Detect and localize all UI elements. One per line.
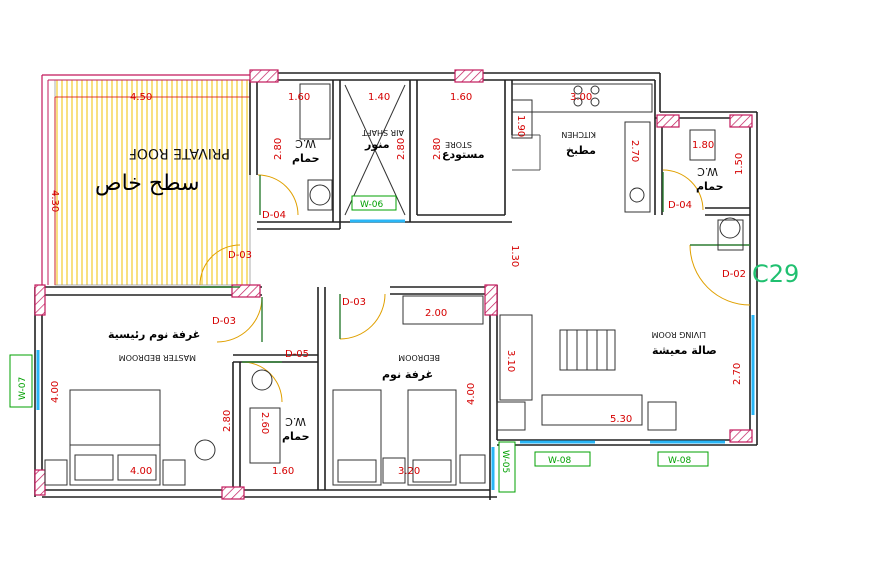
columns	[34, 69, 753, 500]
dim-kitchen-depth: 2.70	[629, 140, 640, 162]
door-label-d03-master: D-03	[212, 316, 236, 327]
window-tag-w06	[351, 195, 397, 211]
dim-master-width: 4.00	[130, 466, 152, 477]
dim-bedroom-bottom: 3.20	[398, 466, 420, 477]
wc-right-label-ar: حمام	[696, 180, 724, 193]
shaft-label-en: AIR SHAFT	[362, 128, 404, 137]
glazing	[36, 219, 755, 490]
plan-code: C29	[752, 260, 799, 288]
store-label-ar: مستودع	[442, 148, 485, 161]
dim-wc-right-depth: 1.50	[734, 153, 745, 175]
dim-living-depth-a: 3.10	[505, 350, 516, 372]
kitchen-label-ar: مطبخ	[566, 144, 596, 157]
living-label-en: LIVING ROOM	[651, 330, 706, 339]
door-label-d02: D-02	[722, 269, 746, 280]
wc-bottom-label-ar: حمام	[282, 430, 310, 443]
dim-living-depth-b: 2.70	[732, 363, 743, 385]
roof-label-ar: سطح خاص	[95, 171, 200, 196]
dim-master-depth: 4.00	[50, 381, 61, 403]
dim-wc-bottom-width: 1.60	[272, 466, 294, 477]
master-label-ar: غرفة نوم رئيسية	[108, 328, 200, 341]
dim-bedroom-depth: 4.00	[466, 383, 477, 405]
dim-shaft-width: 1.40	[368, 92, 390, 103]
window-tag-w08-right	[657, 451, 709, 467]
dim-wc-bottom-depth: 2.80	[222, 410, 233, 432]
wc-right-label-en: W.C	[697, 165, 718, 178]
wc-bottom-label-en: W.C	[285, 415, 306, 428]
roof-label-en: PRIVATE ROOF	[129, 145, 230, 161]
bedroom-label-ar: غرفة نوم	[382, 368, 433, 381]
store-label-en: STORE	[445, 140, 472, 149]
living-label-ar: صالة معيشة	[652, 344, 717, 357]
dim-kitchen-width: 3.00	[570, 92, 592, 103]
window-tag-w05	[498, 441, 516, 493]
dim-wc-right-width: 1.80	[692, 140, 714, 151]
furniture	[44, 83, 744, 486]
dim-corridor: 1.30	[509, 245, 520, 267]
door-label-d03-bedroom: D-03	[342, 297, 366, 308]
roof-width-dim: 4.50	[130, 92, 152, 103]
door-label-d04-top: D-04	[262, 210, 286, 221]
window-label-w08-left: W-08	[548, 456, 572, 466]
dim-bedroom-width: 2.00	[425, 308, 447, 319]
dim-store-width: 1.60	[450, 92, 472, 103]
private-roof	[41, 74, 251, 286]
master-label-en: MASTER BEDROOM	[119, 353, 196, 362]
dim-wc-bottom-inner: 2.60	[259, 412, 270, 434]
wc-top-label-ar: حمام	[292, 152, 320, 165]
dim-wc-top-depth: 2.80	[273, 138, 284, 160]
shaft-label-ar: منور	[364, 138, 390, 151]
roof-depth-dim: 4.30	[49, 190, 60, 212]
dim-wc-top-width: 1.60	[288, 92, 310, 103]
door-label-d04-right: D-04	[668, 200, 692, 211]
window-label-w05: W-05	[500, 450, 510, 473]
door-label-d05: D-05	[285, 349, 309, 360]
dim-kitchen-counter: 1.90	[515, 115, 526, 137]
window-tag-w07	[9, 354, 33, 408]
door-label-d03-roof: D-03	[228, 250, 252, 261]
window-label-w06: W-06	[360, 200, 384, 210]
wc-top-label-en: W.C	[295, 137, 316, 150]
dim-shaft-depth: 2.80	[396, 138, 407, 160]
window-label-w08-right: W-08	[668, 456, 692, 466]
kitchen-label-en: KITCHEN	[561, 130, 596, 139]
bedroom-label-en: BEDROOM	[398, 353, 440, 362]
walls	[34, 72, 758, 500]
window-label-w07: W-07	[18, 377, 28, 400]
dim-living-width: 5.30	[610, 414, 632, 425]
dim-store-depth: 2.80	[432, 138, 443, 160]
window-tag-w08-left	[534, 451, 591, 467]
